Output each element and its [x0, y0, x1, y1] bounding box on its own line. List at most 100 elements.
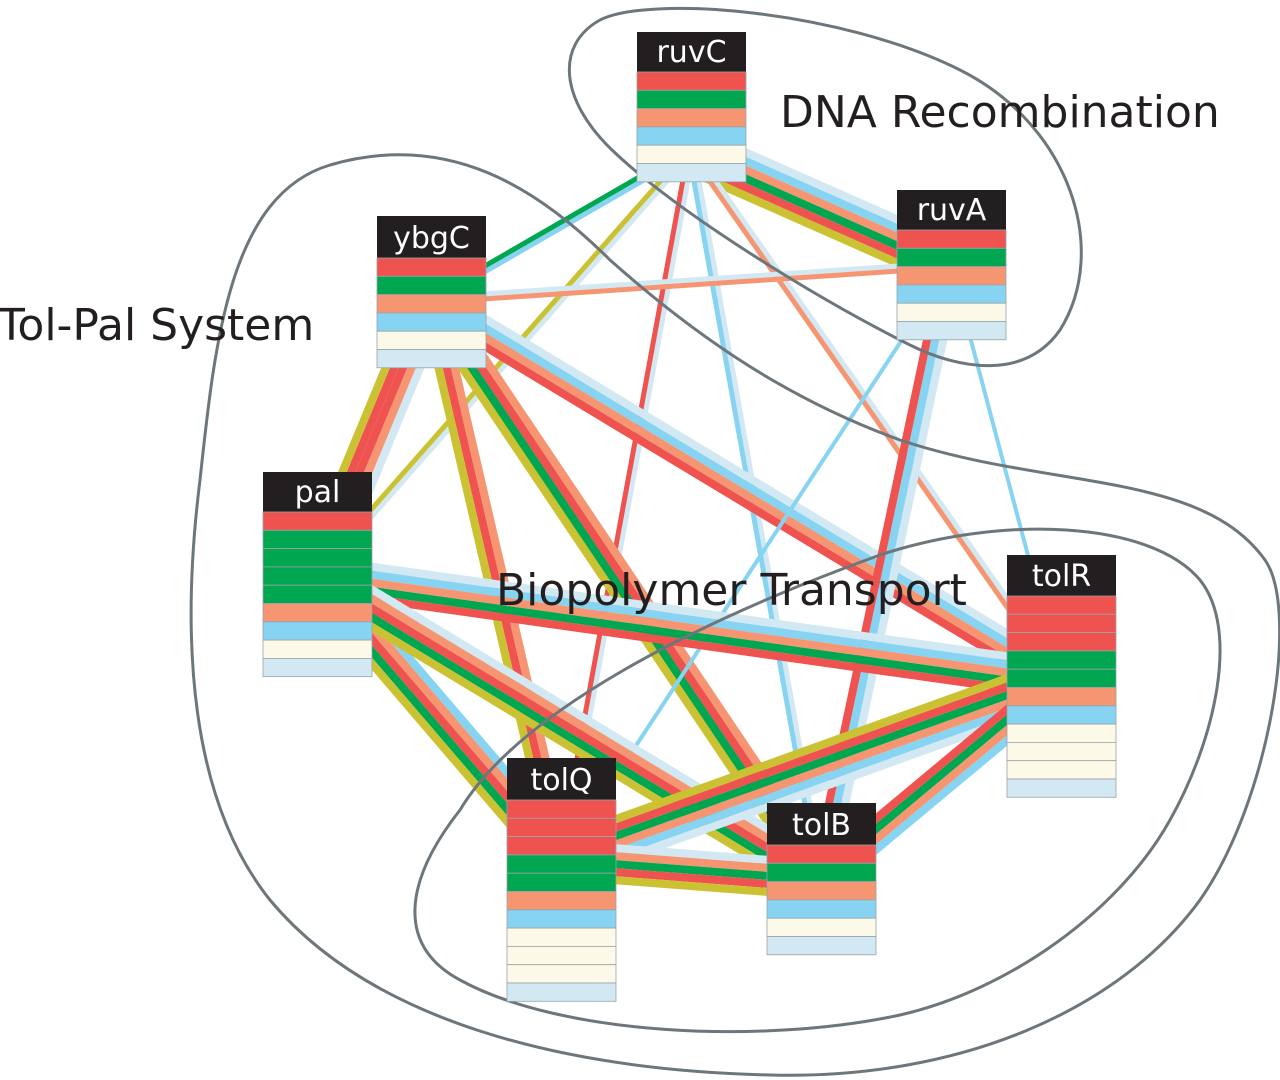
node-row-lightblue: [1006, 778, 1117, 798]
node-label: ruvA: [917, 193, 987, 228]
node-ruvA[interactable]: ruvA: [896, 190, 1007, 341]
node-row-blue: [376, 312, 487, 332]
node-header: [897, 190, 1006, 230]
node-row-cream: [896, 302, 1007, 322]
node-pal[interactable]: pal: [262, 472, 373, 678]
node-row-lightblue: [636, 163, 747, 183]
edge-band-blue: [563, 687, 1067, 876]
cluster-label-biopolymer-transport: Biopolymer Transport: [496, 565, 967, 616]
cluster-outline-dna-recombination: [567, 6, 1083, 368]
node-tolB[interactable]: tolB: [766, 803, 877, 956]
edge-band-olive: [306, 585, 815, 898]
edge-band-lightblue: [318, 555, 1064, 669]
node-row-green: [1006, 650, 1117, 670]
node-header: [377, 216, 486, 258]
node-row-green: [262, 529, 373, 549]
node-row-red: [1006, 632, 1117, 652]
node-row-cream: [766, 917, 877, 937]
node-row-lightblue: [262, 658, 373, 678]
edge-ybgC-tolR: [422, 286, 1070, 694]
edge-band-green: [558, 672, 1062, 860]
edge-band-orange: [560, 680, 1064, 868]
node-row-blue: [262, 621, 373, 641]
edge-tolR-tolQ: [552, 657, 1070, 883]
edge-band-blue: [431, 293, 1066, 680]
cluster-label-dna-recombination: DNA Recombination: [780, 87, 1220, 138]
node-row-green: [262, 566, 373, 586]
node-row-green: [1006, 668, 1117, 688]
node-row-lightblue: [376, 349, 487, 369]
node-tolR[interactable]: tolR: [1006, 555, 1117, 798]
node-row-red: [1006, 613, 1117, 633]
node-row-green: [376, 275, 487, 295]
node-row-orange: [376, 294, 487, 314]
node-row-blue: [636, 126, 747, 146]
cluster-label-tol-pal-system: Tol-Pal System: [0, 300, 314, 351]
edge-band-red: [314, 571, 824, 884]
node-row-cream: [262, 639, 373, 659]
node-tolQ[interactable]: tolQ: [506, 758, 617, 1002]
node-row-green: [896, 247, 1007, 268]
cluster-outline-biopolymer-transport: [413, 527, 1222, 1034]
node-header: [1007, 555, 1116, 596]
node-ybgC[interactable]: ybgC: [376, 216, 487, 369]
node-row-green: [262, 548, 373, 568]
node-row-orange: [896, 266, 1007, 286]
node-row-red: [262, 511, 373, 531]
edge-band-red: [314, 586, 1060, 700]
edge-band-lightblue: [316, 149, 695, 579]
node-row-cream: [1006, 723, 1117, 743]
node-row-cream: [1006, 742, 1117, 762]
node-row-cream: [1006, 760, 1117, 780]
edge-band-red: [555, 664, 1059, 853]
edge-band-green: [310, 578, 819, 891]
node-row-cream: [506, 946, 617, 966]
node-label: tolB: [792, 808, 851, 843]
edge-band-lightblue: [435, 286, 1070, 674]
edge-band-orange: [316, 571, 1062, 684]
node-row-red: [506, 799, 617, 819]
node-label: ybgC: [393, 221, 470, 256]
node-row-cream: [376, 330, 487, 350]
node-row-lightblue: [506, 982, 617, 1002]
node-label: tolQ: [530, 763, 592, 798]
node-row-red: [766, 844, 877, 864]
node-row-red: [376, 257, 487, 277]
node-row-lightblue: [766, 936, 877, 956]
node-row-red: [1006, 595, 1117, 615]
node-header: [263, 472, 372, 512]
edge-band-orange: [319, 564, 828, 877]
node-row-red: [506, 817, 617, 837]
node-row-green: [636, 89, 747, 110]
node-row-blue: [896, 284, 1007, 304]
node-header: [507, 758, 616, 800]
node-row-orange: [766, 881, 877, 901]
edge-band-olive: [552, 657, 1056, 845]
edge-band-red: [422, 306, 1057, 694]
edge-band-orange: [430, 264, 952, 305]
node-row-red: [896, 229, 1007, 249]
node-row-blue: [766, 899, 877, 919]
node-header: [767, 803, 876, 845]
node-row-lightblue: [896, 321, 1007, 341]
node-row-orange: [506, 891, 617, 911]
nodes-layer: ruvC ruvA ybgC pal tolR tolQ tolB: [262, 32, 1117, 1002]
cluster-outline-tol-pal-system: [189, 153, 1280, 1077]
edge-band-blue: [317, 563, 1063, 677]
edge-band-lightblue: [430, 260, 951, 301]
edge-ybgC-ruvA: [430, 260, 952, 305]
node-label: ruvC: [656, 35, 726, 70]
node-label: pal: [295, 475, 341, 510]
node-row-green: [766, 862, 877, 882]
edge-band-orange: [426, 300, 1062, 687]
node-row-blue: [1006, 705, 1117, 725]
node-row-orange: [262, 603, 373, 623]
node-row-green: [262, 584, 373, 604]
node-row-cream: [636, 144, 747, 164]
edge-band-orange: [686, 150, 1061, 683]
node-row-orange: [636, 108, 747, 128]
node-ruvC[interactable]: ruvC: [636, 32, 747, 183]
edge-ruvC-tolR: [686, 147, 1066, 683]
node-row-orange: [1006, 687, 1117, 707]
